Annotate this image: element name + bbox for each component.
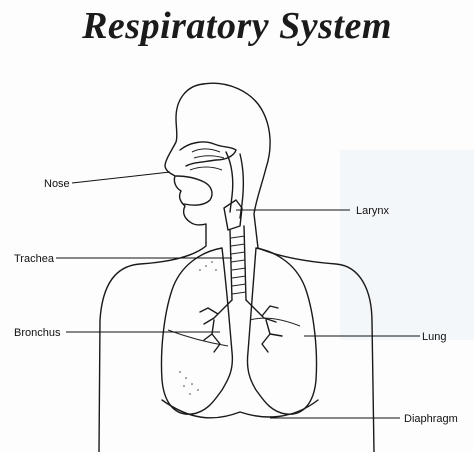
body-outline-right	[202, 82, 375, 452]
left-bronchus	[199, 299, 233, 353]
mouth-cavity	[175, 175, 213, 206]
trachea-label: Trachea	[14, 253, 55, 265]
background-tint	[340, 150, 474, 340]
larynx-shape	[223, 199, 243, 231]
pharynx	[225, 151, 245, 219]
right-lung	[246, 247, 318, 415]
trachea-rings	[230, 235, 247, 295]
diaphragm-line	[161, 399, 319, 419]
left-lung-stipple	[179, 261, 217, 395]
nose-label: Nose	[44, 178, 70, 190]
trachea-tube	[229, 225, 247, 301]
nasal-cavity	[179, 141, 237, 167]
nose-leader	[71, 171, 171, 184]
larynx-label: Larynx	[356, 205, 390, 217]
body-outline	[98, 83, 207, 452]
left-lung	[160, 247, 234, 415]
page-title: Respiratory System	[82, 5, 392, 47]
nasal-turbinates	[189, 148, 225, 171]
right-lung-fissure	[249, 317, 301, 327]
bronchus-label: Bronchus	[14, 327, 61, 339]
right-bronchus	[245, 299, 283, 353]
lung-label: Lung	[422, 331, 446, 343]
diaphragm-label: Diaphragm	[404, 413, 458, 425]
